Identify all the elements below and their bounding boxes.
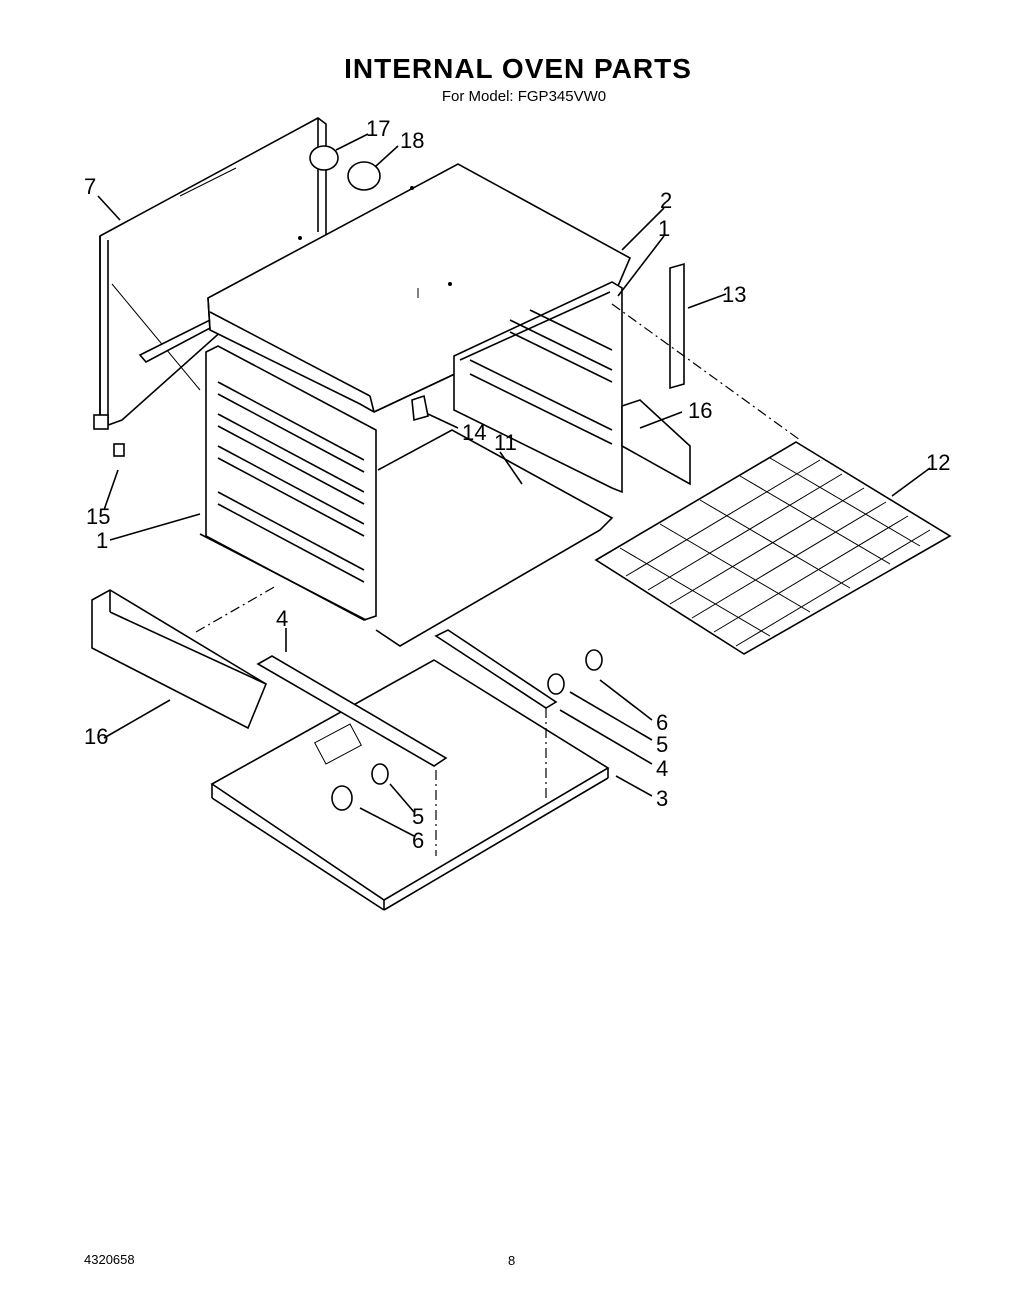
model-subtitle: For Model: FGP345VW0 xyxy=(441,88,607,105)
callout-1-right: 1 xyxy=(658,216,670,241)
callout-11: 11 xyxy=(494,430,517,455)
callout-5-right: 5 xyxy=(656,732,668,757)
callout-16-right: 16 xyxy=(688,398,712,423)
callout-6-right: 6 xyxy=(656,710,668,735)
callout-5-left: 5 xyxy=(412,804,424,829)
callout-18: 18 xyxy=(400,128,424,153)
callout-3: 3 xyxy=(656,786,668,811)
part-16-deflector-right xyxy=(621,399,691,486)
part-17-lamp-socket xyxy=(309,145,339,171)
callout-17: 17 xyxy=(366,116,390,141)
callout-6-left: 6 xyxy=(412,828,424,853)
callout-1-left: 1 xyxy=(96,528,108,553)
part-4-burner-support-left xyxy=(256,655,448,767)
leader-lines xyxy=(97,133,931,837)
document-number: 4320658 xyxy=(84,1252,135,1267)
page-title: INTERNAL OVEN PARTS xyxy=(344,53,692,84)
part-12-oven-rack xyxy=(594,441,952,655)
part-1-left-side-panel xyxy=(199,345,377,621)
callout-13: 13 xyxy=(722,282,746,307)
part-4-burner-support-right xyxy=(434,629,558,709)
part-5-6-orifice-left xyxy=(331,763,389,811)
part-1-right-side-panel xyxy=(453,281,623,494)
part-7-rear-panel xyxy=(93,117,327,430)
part-15-fastener xyxy=(113,443,125,457)
callout-16-left: 16 xyxy=(84,724,108,749)
callout-7: 7 xyxy=(84,174,96,199)
part-11-oven-bottom xyxy=(375,429,614,647)
callout-4-left: 4 xyxy=(276,606,288,631)
part-5-6-orifice-right xyxy=(547,649,603,695)
callout-2: 2 xyxy=(660,188,672,213)
part-13-bracket xyxy=(669,262,685,390)
callout-15: 15 xyxy=(86,504,110,529)
page-number: 8 xyxy=(508,1253,516,1268)
part-16-deflector-left xyxy=(91,589,267,730)
part-18-light-bulb xyxy=(347,161,381,191)
part-3-bottom-plate xyxy=(210,659,610,911)
callout-labels: 7 17 18 2 1 13 16 12 14 11 15 1 16 4 6 5… xyxy=(84,116,950,853)
part-14-clip xyxy=(411,394,429,422)
callout-12: 12 xyxy=(926,450,950,475)
assembly-lines xyxy=(195,303,801,856)
callout-14: 14 xyxy=(462,420,486,445)
callout-4-right: 4 xyxy=(656,756,668,781)
